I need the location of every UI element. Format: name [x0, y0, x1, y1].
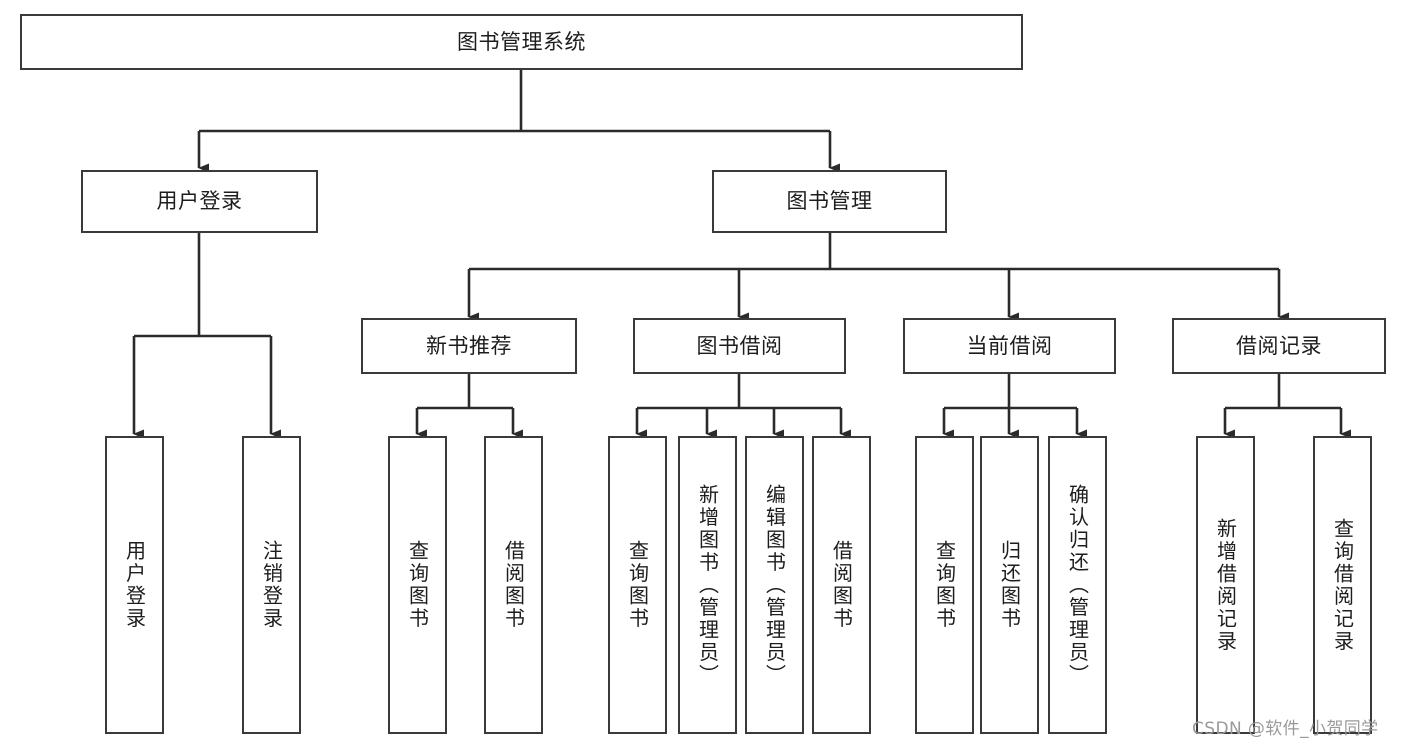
node-leaf-query-book-nb[interactable]: 查询图书 [388, 436, 447, 734]
node-user-login-label: 用户登录 [156, 189, 243, 214]
node-leaf-logout[interactable]: 注销登录 [242, 436, 301, 734]
node-leaf-query-book-cb[interactable]: 查询图书 [915, 436, 974, 734]
node-leaf-add-record[interactable]: 新增借阅记录 [1196, 436, 1255, 734]
node-leaf-query-book-bb-label: 查询图书 [625, 540, 650, 630]
node-new-book-recommend[interactable]: 新书推荐 [361, 318, 577, 374]
node-leaf-query-book-cb-label: 查询图书 [932, 540, 957, 630]
node-borrow-records[interactable]: 借阅记录 [1172, 318, 1386, 374]
node-leaf-confirm-return[interactable]: 确认归还（管理员） [1048, 436, 1107, 734]
node-leaf-confirm-return-label: 确认归还（管理员） [1065, 483, 1090, 687]
node-new-book-recommend-label: 新书推荐 [426, 333, 512, 358]
node-leaf-return-book[interactable]: 归还图书 [980, 436, 1039, 734]
node-leaf-edit-book-label: 编辑图书（管理员） [762, 483, 787, 687]
node-book-management[interactable]: 图书管理 [712, 170, 947, 233]
node-leaf-borrow-book-nb[interactable]: 借阅图书 [484, 436, 543, 734]
node-root-system[interactable]: 图书管理系统 [20, 14, 1023, 70]
node-leaf-user-login[interactable]: 用户登录 [105, 436, 164, 734]
node-leaf-logout-label: 注销登录 [259, 540, 284, 630]
node-user-login[interactable]: 用户登录 [81, 170, 318, 233]
node-leaf-return-book-label: 归还图书 [997, 540, 1022, 630]
node-leaf-add-record-label: 新增借阅记录 [1213, 517, 1238, 653]
node-leaf-query-record[interactable]: 查询借阅记录 [1313, 436, 1372, 734]
csdn-watermark: CSDN @软件_小贺同学 [1192, 719, 1379, 739]
node-leaf-borrow-book-bb[interactable]: 借阅图书 [812, 436, 871, 734]
node-leaf-user-login-label: 用户登录 [122, 540, 147, 630]
node-current-borrow-label: 当前借阅 [966, 333, 1053, 358]
node-leaf-edit-book[interactable]: 编辑图书（管理员） [745, 436, 804, 734]
node-book-borrow[interactable]: 图书借阅 [633, 318, 846, 374]
node-leaf-borrow-book-nb-label: 借阅图书 [501, 540, 526, 630]
node-current-borrow[interactable]: 当前借阅 [903, 318, 1116, 374]
node-leaf-query-book-bb[interactable]: 查询图书 [608, 436, 667, 734]
node-borrow-records-label: 借阅记录 [1236, 333, 1322, 358]
node-book-borrow-label: 图书借阅 [696, 333, 783, 358]
node-leaf-add-book[interactable]: 新增图书（管理员） [678, 436, 737, 734]
node-root-system-label: 图书管理系统 [457, 29, 586, 54]
node-leaf-add-book-label: 新增图书（管理员） [695, 483, 720, 687]
node-leaf-borrow-book-bb-label: 借阅图书 [829, 540, 854, 630]
node-leaf-query-book-nb-label: 查询图书 [405, 540, 430, 630]
node-book-management-label: 图书管理 [786, 189, 873, 214]
node-leaf-query-record-label: 查询借阅记录 [1330, 517, 1355, 653]
